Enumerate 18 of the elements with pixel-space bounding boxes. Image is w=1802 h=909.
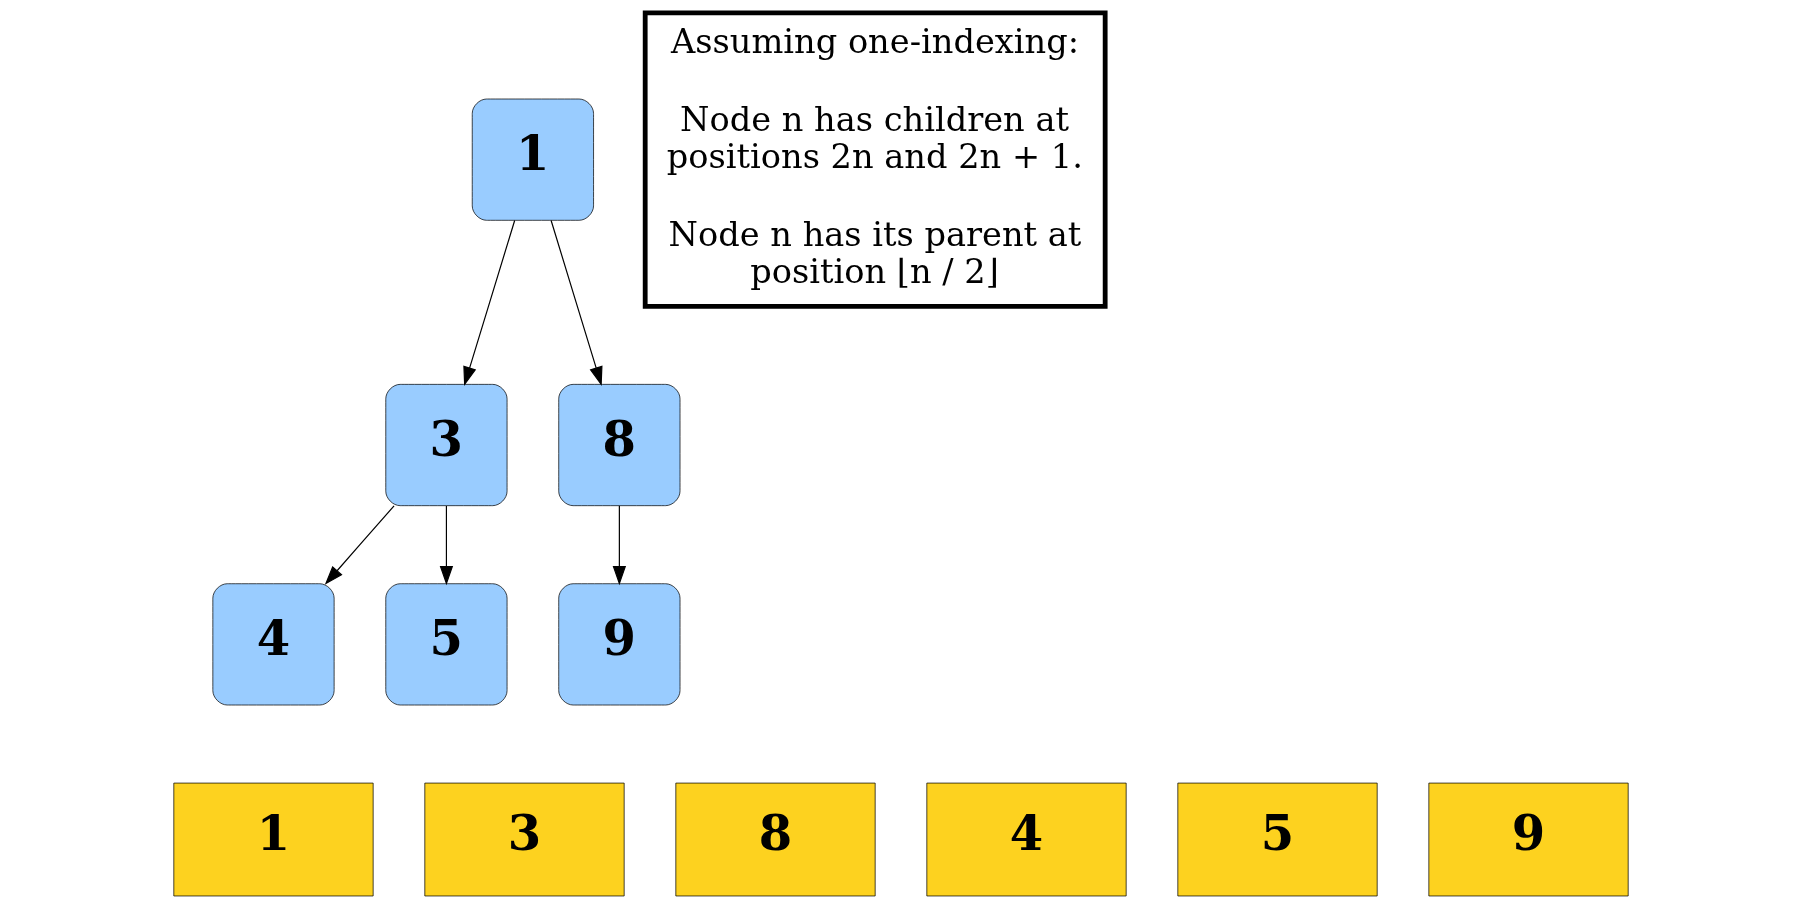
node-box: 8 <box>675 782 876 897</box>
node-box: 3 <box>424 782 625 897</box>
node-box: Assuming one-indexing: Node n has children at positions 2n and 2n + 1. Node n has its parent at position ⌊n / 2⌋ <box>642 10 1108 309</box>
node-box: 3 <box>385 384 508 507</box>
node-box: 5 <box>385 583 508 706</box>
node-box: 1 <box>471 98 594 221</box>
arrow <box>612 505 627 586</box>
node-box: 8 <box>558 384 681 507</box>
arrow <box>463 219 516 386</box>
node-box: 9 <box>558 583 681 706</box>
arrow <box>324 505 395 585</box>
arrow <box>550 219 603 386</box>
node-box: 9 <box>1428 782 1629 897</box>
node-box: 1 <box>173 782 374 897</box>
arrow <box>439 505 454 586</box>
node-box: 5 <box>1177 782 1378 897</box>
node-box: 4 <box>926 782 1127 897</box>
node-box: 4 <box>212 583 335 706</box>
